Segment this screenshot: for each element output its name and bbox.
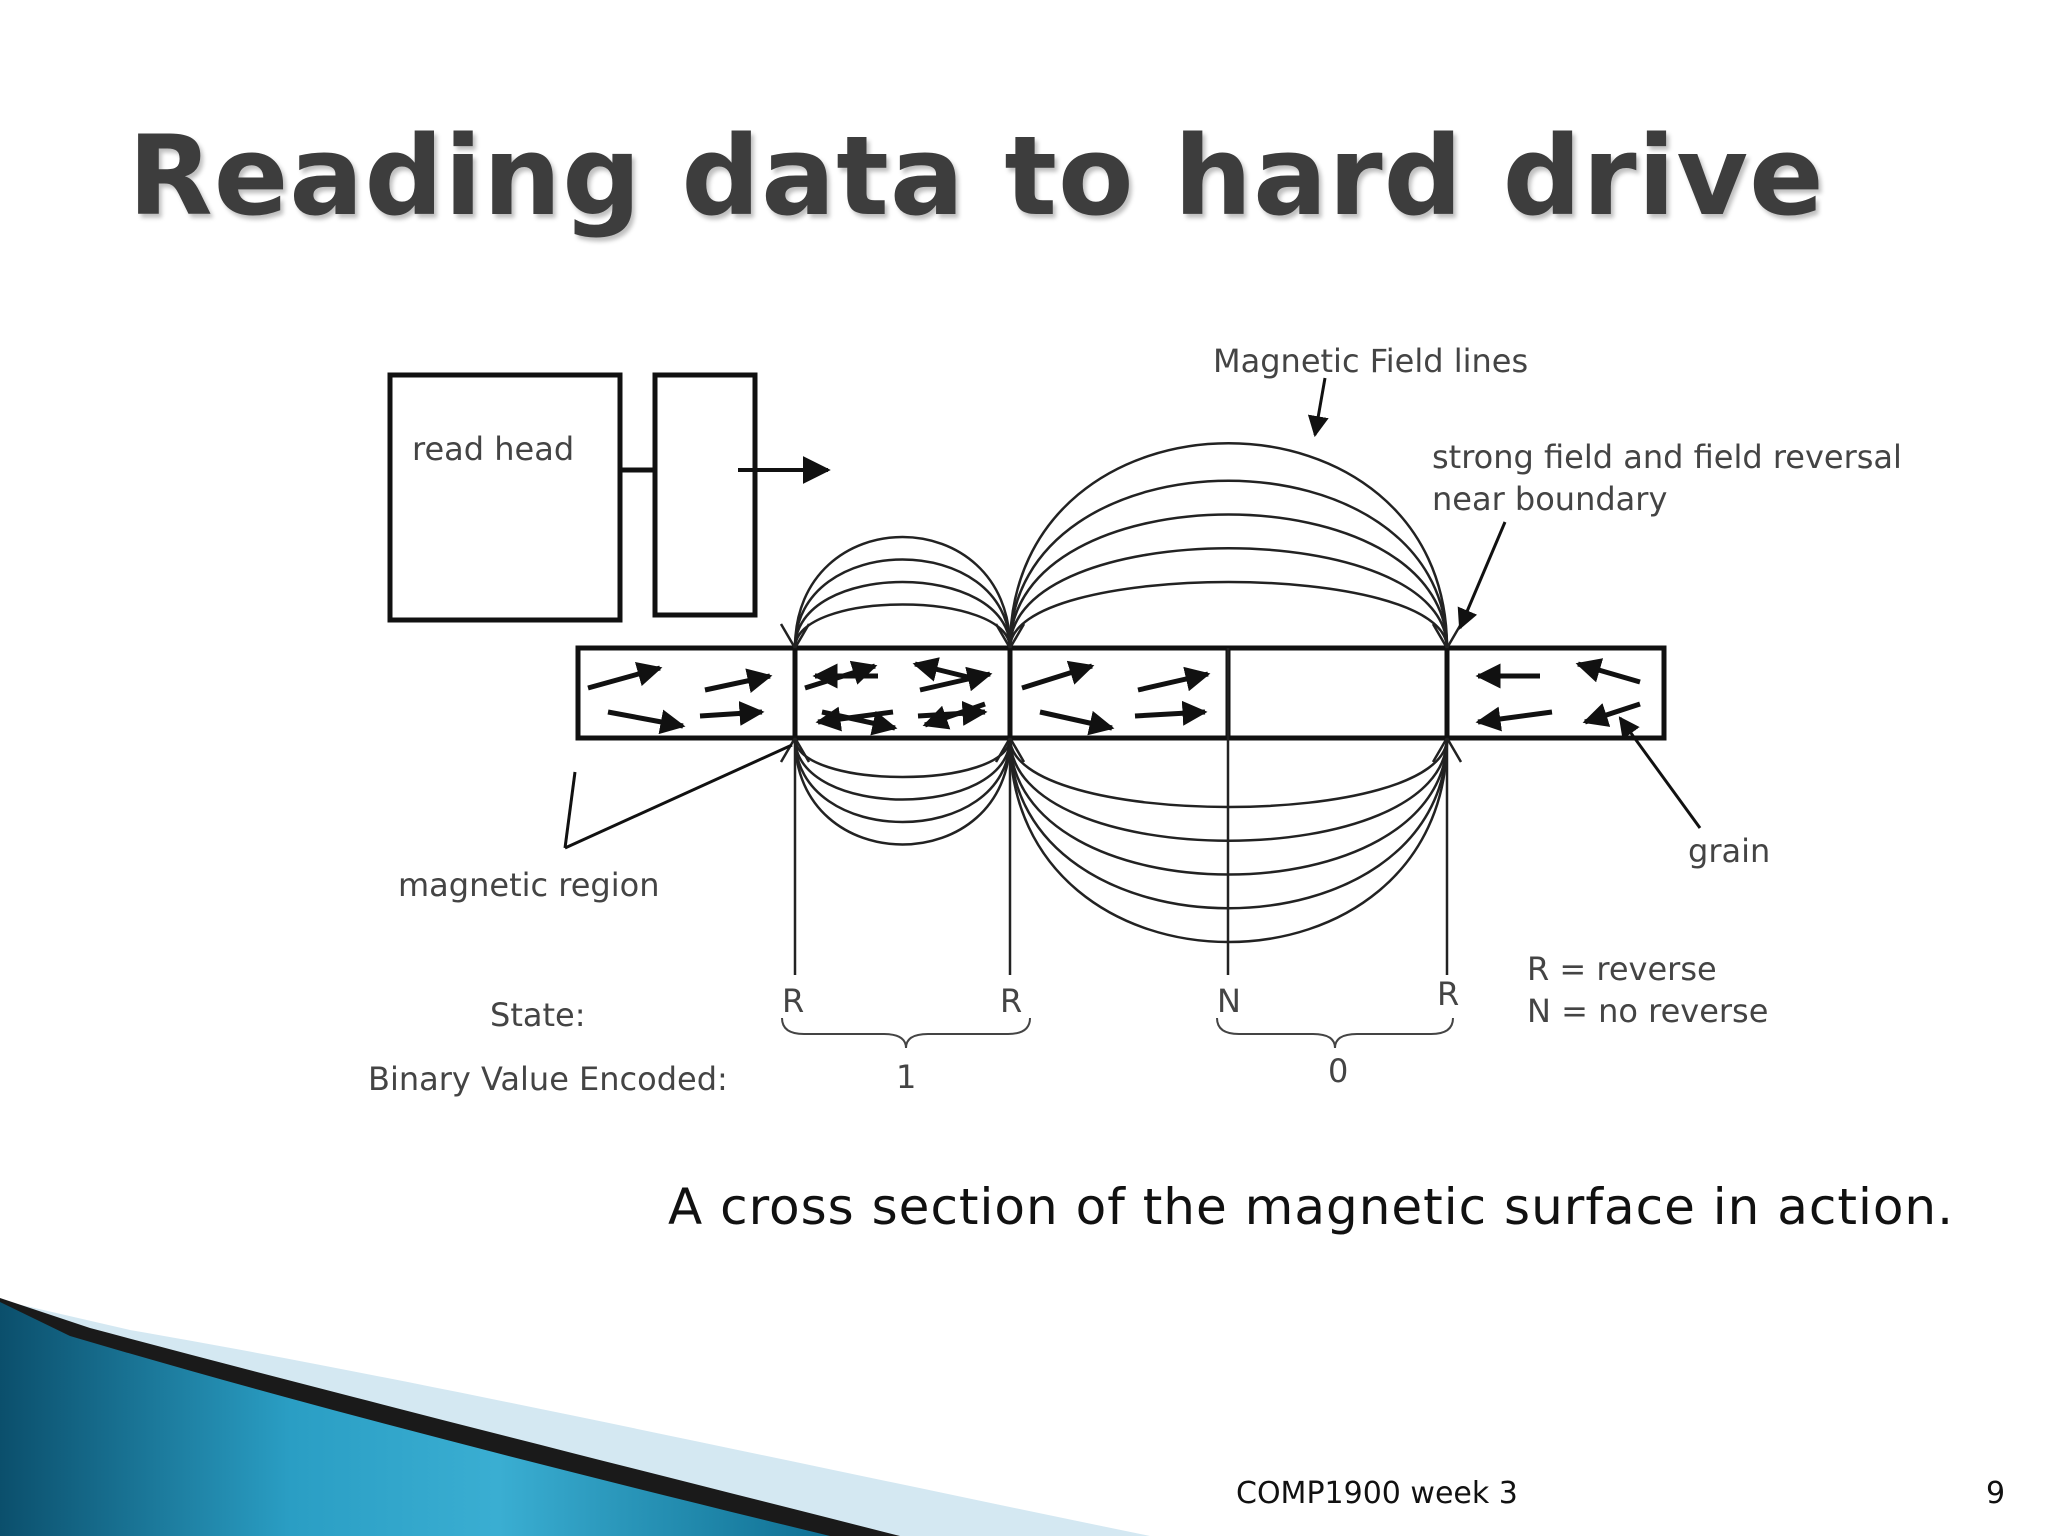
read-head-label: read head xyxy=(412,430,574,468)
page-number: 9 xyxy=(1986,1476,2006,1511)
grain-arrows xyxy=(587,657,1641,736)
state-value: N xyxy=(1217,982,1241,1020)
state-value: R xyxy=(1437,975,1459,1013)
slide-title: Reading data to hard drive xyxy=(128,112,1825,240)
bit-value: 1 xyxy=(896,1058,916,1096)
field-lines-label: Magnetic Field lines xyxy=(1213,342,1528,380)
state-label: State: xyxy=(490,996,585,1034)
field-reversal-label-line2: near boundary xyxy=(1432,480,1667,518)
state-value: R xyxy=(1000,982,1022,1020)
legend-no-reverse: N = no reverse xyxy=(1527,992,1768,1030)
field-reversal-label-line1: strong field and field reversal xyxy=(1432,438,1902,476)
state-value: R xyxy=(782,982,804,1020)
binary-value-label: Binary Value Encoded: xyxy=(368,1060,728,1098)
bit-braces xyxy=(781,1017,1454,1049)
magnetic-strip xyxy=(575,645,1667,741)
annotation-arrows xyxy=(563,377,1702,850)
grain-label: grain xyxy=(1688,832,1770,870)
legend-reverse: R = reverse xyxy=(1527,950,1717,988)
bit-value: 0 xyxy=(1328,1052,1348,1090)
state-lines xyxy=(793,648,1449,975)
magnetic-region-label: magnetic region xyxy=(398,866,659,904)
footer-text: COMP1900 week 3 xyxy=(1236,1476,1518,1511)
slide-caption: A cross section of the magnetic surface … xyxy=(668,1178,1955,1236)
read-head xyxy=(387,372,758,623)
